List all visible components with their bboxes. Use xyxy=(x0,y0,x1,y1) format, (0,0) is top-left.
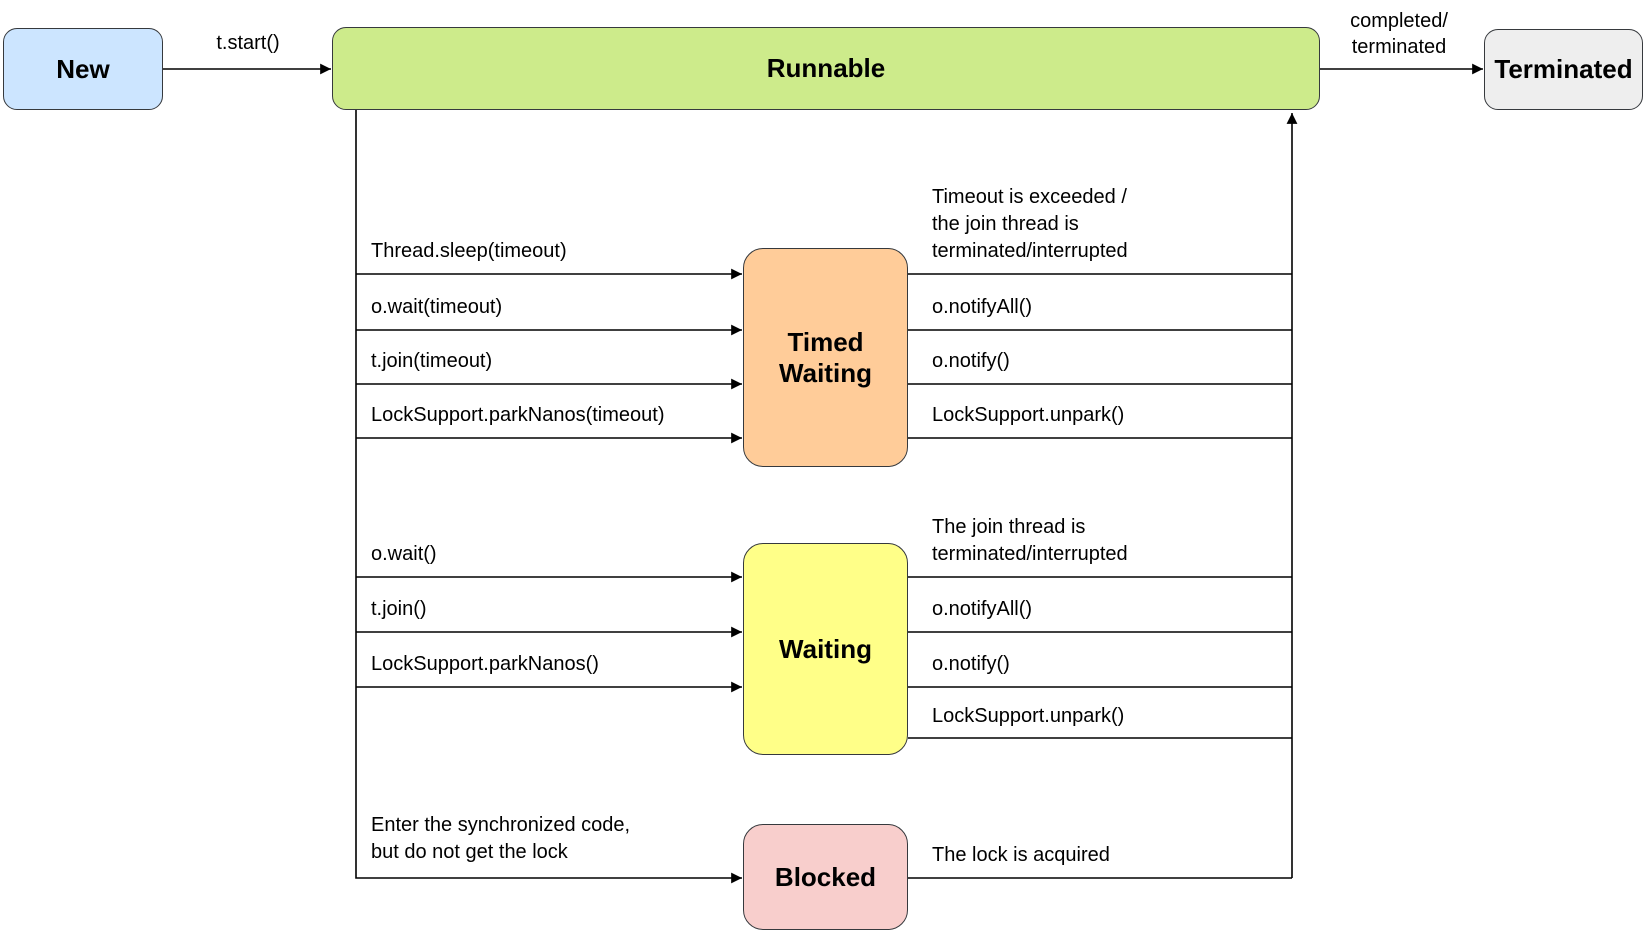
edge-label-notify-timed: o.notify() xyxy=(932,350,1010,372)
edge-label-notify-waiting: o.notify() xyxy=(932,653,1010,675)
edge-label-join-terminated: The join thread is terminated/interrupte… xyxy=(932,516,1128,565)
state-node-waiting: Waiting xyxy=(743,543,908,755)
state-label-timed-waiting: Timed Waiting xyxy=(779,326,872,388)
state-label-runnable: Runnable xyxy=(766,53,886,83)
edge-label-lock-acquired: The lock is acquired xyxy=(932,844,1110,866)
edge-label-parknanos: LockSupport.parkNanos() xyxy=(371,653,599,675)
edge-label-timeout-exceeded: Timeout is exceeded / the join thread is… xyxy=(932,186,1128,262)
edge-label-parknanos-timeout: LockSupport.parkNanos(timeout) xyxy=(371,404,665,426)
edge-label-unpark-timed: LockSupport.unpark() xyxy=(932,404,1125,426)
edge-runnable-to-blocked-spine xyxy=(355,110,742,884)
edge-label-t-join: t.join() xyxy=(371,598,427,620)
state-node-timed-waiting: Timed Waiting xyxy=(743,248,908,467)
state-label-new: New xyxy=(56,53,110,84)
edge-label-unpark-waiting: LockSupport.unpark() xyxy=(932,705,1125,727)
edge-label-completed-terminated: completed/ terminated xyxy=(1350,10,1448,58)
edge-label-notifyall-waiting: o.notifyAll() xyxy=(932,598,1033,620)
edge-label-notifyall-timed: o.notifyAll() xyxy=(932,296,1033,318)
edge-label-t-join-timeout: t.join(timeout) xyxy=(371,350,493,372)
edge-label-t-start: t.start() xyxy=(216,32,280,54)
state-label-terminated: Terminated xyxy=(1494,54,1633,84)
edge-label-thread-sleep-timeout: Thread.sleep(timeout) xyxy=(371,240,567,262)
state-node-runnable: Runnable xyxy=(332,27,1320,110)
edge-label-o-wait: o.wait() xyxy=(371,543,437,565)
edge-label-enter-synchronized: Enter the synchronized code, but do not … xyxy=(371,814,631,863)
edge-label-o-wait-timeout: o.wait(timeout) xyxy=(371,296,503,318)
state-node-terminated: Terminated xyxy=(1484,29,1643,110)
state-node-new: New xyxy=(3,28,163,110)
state-node-blocked: Blocked xyxy=(743,824,908,930)
state-label-waiting: Waiting xyxy=(779,633,872,664)
state-label-blocked: Blocked xyxy=(774,861,877,892)
